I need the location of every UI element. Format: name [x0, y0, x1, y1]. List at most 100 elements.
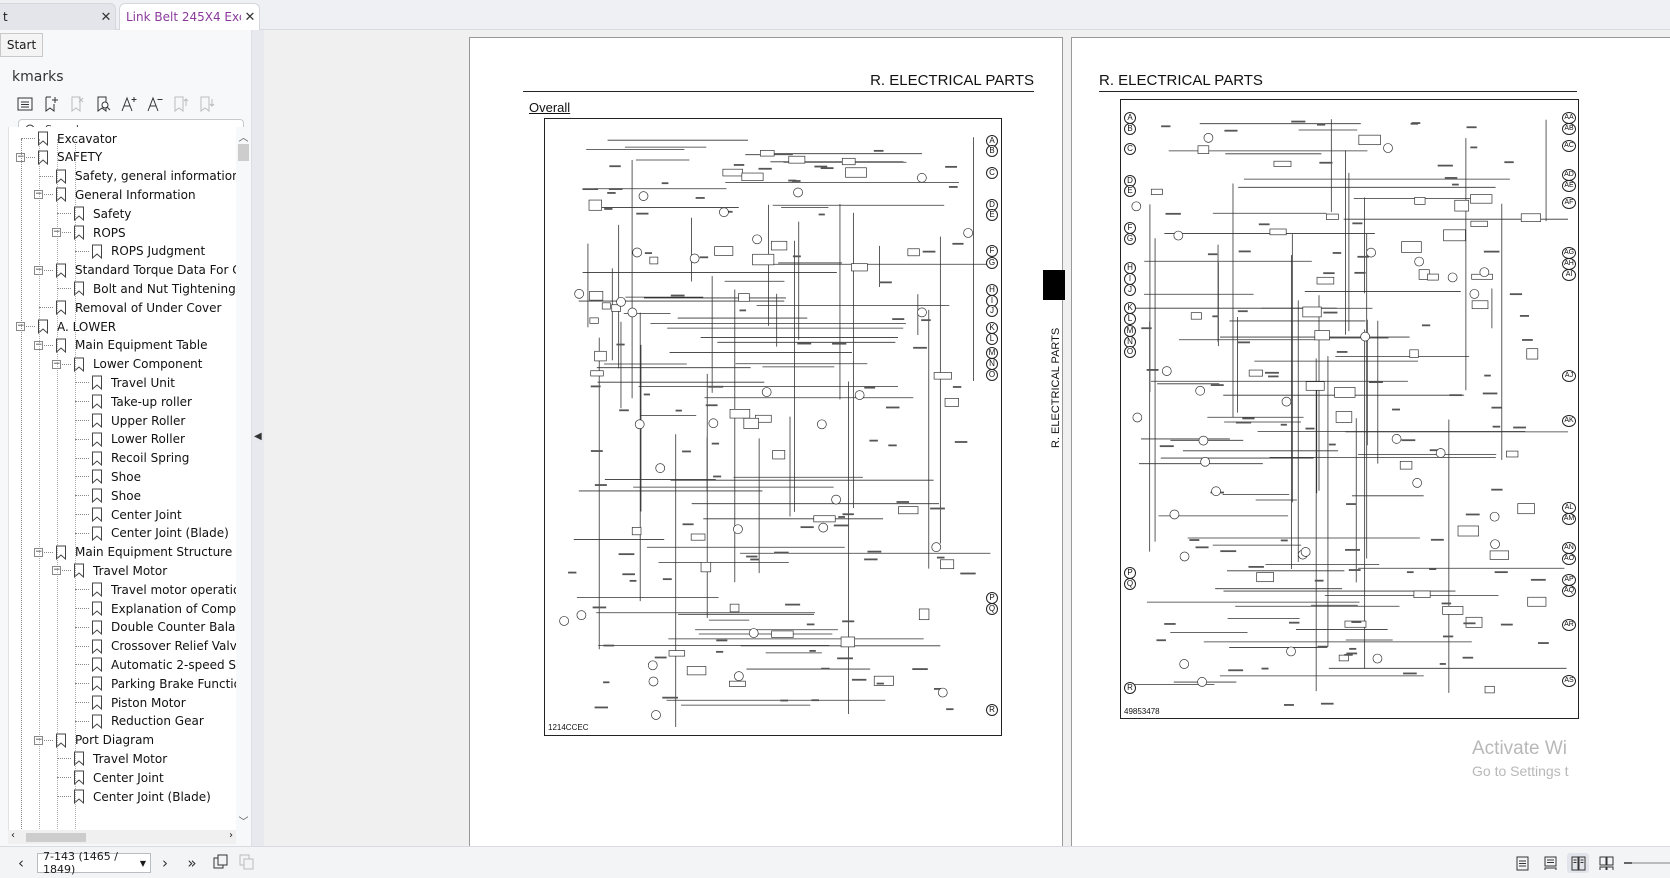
- bookmark-item[interactable]: General Information: [55, 185, 196, 204]
- bookmark-item[interactable]: Center Joint: [73, 768, 164, 787]
- single-page-view-button[interactable]: [1511, 853, 1533, 873]
- scroll-down-icon[interactable]: ﹀: [238, 817, 249, 828]
- bookmark-item[interactable]: Safety, general information and: [55, 167, 236, 186]
- collapse-toggle-icon[interactable]: −: [34, 264, 43, 275]
- bookmark-item[interactable]: Explanation of Compon: [91, 599, 236, 618]
- bookmark-item[interactable]: Upper Roller: [91, 411, 185, 430]
- schematic-mark: [1323, 311, 1338, 314]
- last-page-button[interactable]: »: [187, 854, 197, 872]
- find-bookmark-button[interactable]: [92, 93, 114, 115]
- schematic-mark: [618, 553, 635, 556]
- horizontal-scrollbar[interactable]: ‹ ›: [8, 830, 236, 844]
- prev-page-button[interactable]: ‹: [18, 854, 24, 872]
- schematic-mark: [1470, 220, 1488, 227]
- collapse-toggle-icon[interactable]: −: [16, 151, 25, 162]
- collapse-toggle-icon[interactable]: −: [16, 321, 25, 331]
- collapse-toggle-icon[interactable]: −: [34, 546, 43, 557]
- move-up-button[interactable]: [170, 93, 192, 115]
- collapse-toggle-icon[interactable]: −: [34, 189, 43, 200]
- bookmark-item[interactable]: Removal of Under Cover: [55, 298, 221, 317]
- bookmark-item[interactable]: Excavator: [37, 129, 117, 148]
- bookmark-item[interactable]: Reduction Gear: [91, 712, 204, 731]
- bookmark-label: Excavator: [57, 131, 117, 146]
- collapse-toggle-icon[interactable]: −: [52, 358, 61, 369]
- bookmark-item[interactable]: Port Diagram: [55, 731, 154, 750]
- scroll-left-icon[interactable]: ‹: [11, 830, 15, 841]
- bookmark-item[interactable]: Lower Component: [73, 355, 202, 374]
- bookmark-item[interactable]: Main Equipment Structure and: [55, 543, 236, 562]
- delete-bookmark-button[interactable]: [66, 93, 88, 115]
- schematic-mark: [1280, 423, 1287, 426]
- bookmark-item[interactable]: Automatic 2-speed Swit: [91, 655, 236, 674]
- scrollbar-thumb[interactable]: [238, 144, 249, 161]
- move-down-button[interactable]: [196, 93, 218, 115]
- bookmark-item[interactable]: ROPS: [73, 223, 126, 242]
- bookmark-item[interactable]: Main Equipment Table: [55, 336, 207, 355]
- connector-label: J: [1124, 284, 1136, 296]
- schematic-mark: [1150, 188, 1163, 195]
- bookmark-item[interactable]: Parking Brake Function: [91, 674, 236, 693]
- bookmark-item[interactable]: SAFETY: [37, 148, 102, 167]
- outline-view-button[interactable]: [14, 93, 36, 115]
- collapse-toggle-icon[interactable]: −: [52, 227, 61, 237]
- add-bookmark-button[interactable]: [40, 93, 62, 115]
- schematic-mark: [588, 199, 602, 211]
- tab-document[interactable]: Link Belt 245X4 Exca... ✕: [119, 3, 260, 30]
- zoom-slider[interactable]: [1624, 862, 1670, 864]
- close-icon[interactable]: ✕: [100, 9, 112, 25]
- bookmark-item[interactable]: Travel motor operation e: [91, 580, 236, 599]
- close-icon[interactable]: ✕: [244, 9, 256, 25]
- tree-connector: [39, 344, 53, 346]
- collapse-toggle-icon[interactable]: −: [52, 565, 61, 576]
- bookmark-item[interactable]: Shoe: [91, 467, 141, 486]
- tab-start[interactable]: t ✕: [0, 3, 116, 30]
- collapse-toggle-icon[interactable]: −: [34, 339, 43, 350]
- schematic-mark: [937, 687, 948, 698]
- bookmark-item[interactable]: Recoil Spring: [91, 449, 189, 468]
- schematic-mark: [1189, 539, 1200, 541]
- compare-view-button[interactable]: [238, 854, 256, 872]
- tooltip: Start: [0, 33, 43, 57]
- bookmark-item[interactable]: Safety: [73, 204, 131, 223]
- increase-font-button[interactable]: [118, 93, 140, 115]
- bookmark-label: Safety, general information and: [75, 169, 236, 184]
- bookmark-item[interactable]: Travel Motor: [73, 561, 167, 580]
- rotate-view-button[interactable]: [212, 854, 230, 872]
- schematic-mark: [592, 606, 607, 609]
- scroll-up-icon[interactable]: ︿: [238, 133, 249, 144]
- scrollbar-thumb[interactable]: [26, 833, 86, 842]
- bookmark-item[interactable]: Crossover Relief Valve: [91, 637, 236, 656]
- bookmark-item[interactable]: ROPS Judgment: [91, 242, 205, 261]
- continuous-view-button[interactable]: [1539, 853, 1561, 873]
- decrease-font-button[interactable]: [144, 93, 166, 115]
- collapse-left-icon[interactable]: ◀: [254, 431, 262, 442]
- next-page-button[interactable]: ›: [162, 854, 168, 872]
- bookmark-item[interactable]: Shoe: [91, 486, 141, 505]
- bookmark-item[interactable]: Double Counter Balance: [91, 618, 236, 637]
- schematic-mark: [1317, 645, 1328, 648]
- panel-collapse-handle[interactable]: ◀: [252, 30, 264, 846]
- bookmark-item[interactable]: Piston Motor: [91, 693, 186, 712]
- collapse-toggle-icon[interactable]: −: [34, 734, 43, 745]
- bookmark-item[interactable]: Center Joint: [91, 505, 182, 524]
- schematic-mark: [1430, 538, 1444, 541]
- bookmark-item[interactable]: Take-up roller: [91, 392, 192, 411]
- figure-code: 49853478: [1124, 707, 1160, 716]
- bookmark-item[interactable]: Bolt and Nut Tightening: [73, 279, 236, 298]
- bookmark-item[interactable]: Center Joint (Blade): [91, 524, 229, 543]
- bookmark-item[interactable]: Travel Motor: [73, 749, 167, 768]
- bookmark-item[interactable]: A. LOWER: [37, 317, 116, 336]
- bookmark-item[interactable]: Standard Torque Data For Cap S: [55, 261, 236, 280]
- page-number-select[interactable]: 7-143 (1465 / 1849) ▼: [37, 850, 151, 876]
- scroll-right-icon[interactable]: ›: [229, 830, 233, 841]
- vertical-scrollbar[interactable]: ︿ ﹀: [236, 127, 251, 830]
- facing-view-button[interactable]: [1567, 853, 1589, 873]
- bookmark-icon: [92, 394, 102, 410]
- continuous-facing-view-button[interactable]: [1595, 853, 1617, 873]
- bookmark-icon: [92, 507, 102, 522]
- bookmark-item[interactable]: Center Joint (Blade): [73, 787, 211, 806]
- bookmark-item[interactable]: Lower Roller: [91, 430, 185, 449]
- bookmark-item[interactable]: Travel Unit: [91, 373, 175, 392]
- schematic-mark: [604, 208, 613, 210]
